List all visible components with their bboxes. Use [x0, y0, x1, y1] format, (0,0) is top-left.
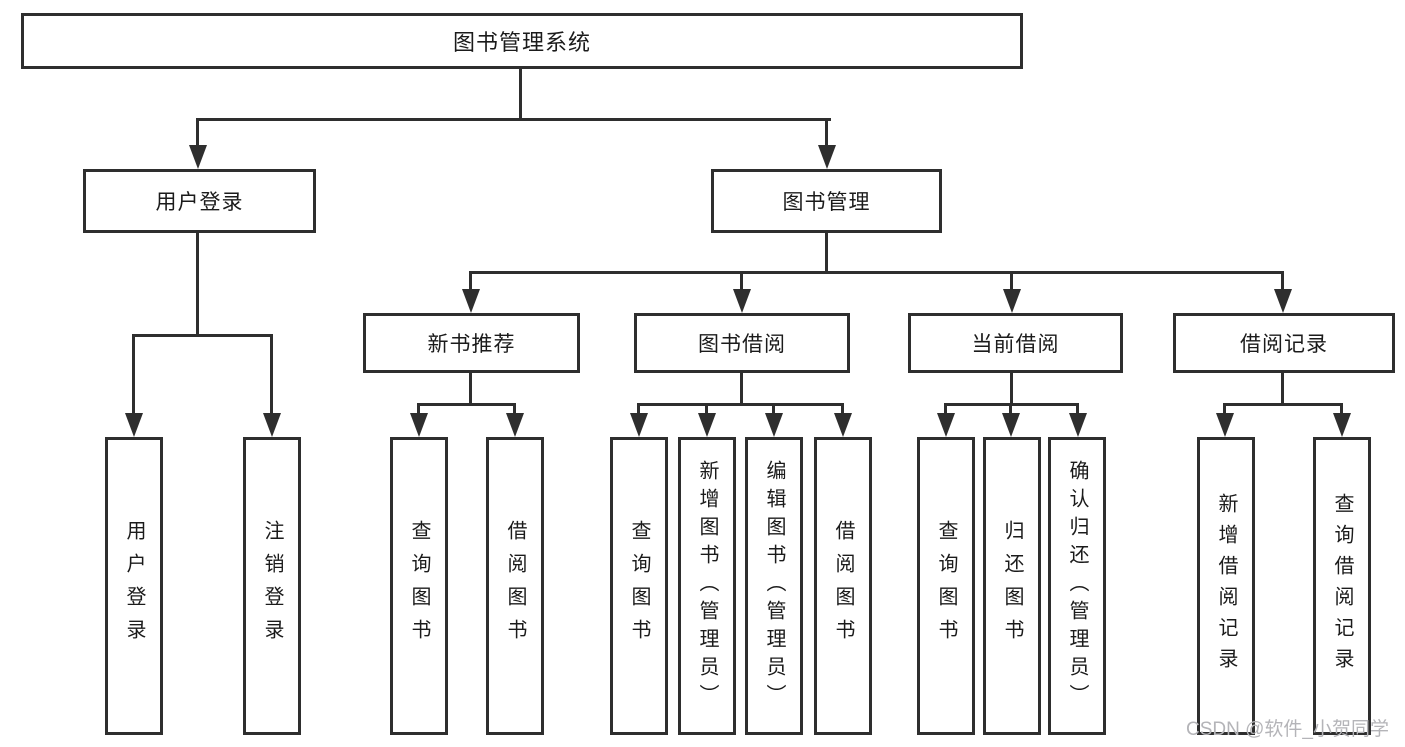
node-new-book-recommend: 新书推荐	[363, 313, 580, 373]
connector-g2-c0	[944, 403, 947, 415]
connector-g1-c2	[772, 403, 775, 415]
leaf-logout: 注销登录	[243, 437, 301, 735]
leaf-label: 新增图书（管理员）	[696, 460, 718, 712]
connector-to-new-book	[469, 271, 472, 291]
node-root: 图书管理系统	[21, 13, 1023, 69]
connector-user-drop	[196, 233, 199, 337]
arrow-down-icon	[1216, 413, 1234, 437]
node-current-borrow: 当前借阅	[908, 313, 1123, 373]
connector-to-current-borrow	[1010, 271, 1013, 291]
leaf-borrow-books-recommend: 借阅图书	[486, 437, 544, 735]
connector-g3-c0	[1223, 403, 1226, 415]
connector-g0-drop	[469, 373, 472, 405]
leaf-confirm-return-admin: 确认归还（管理员）	[1048, 437, 1106, 735]
arrow-down-icon	[698, 413, 716, 437]
arrow-down-icon	[189, 145, 207, 169]
connector-mgmt-split	[469, 271, 1284, 274]
connector-g3-split	[1223, 403, 1343, 406]
connector-g2-c1	[1009, 403, 1012, 415]
connector-root-split	[197, 118, 831, 121]
connector-g2-c2	[1076, 403, 1079, 415]
arrow-down-icon	[834, 413, 852, 437]
leaf-label: 查询借阅记录	[1331, 493, 1353, 679]
csdn-watermark: CSDN @软件_小贺同学	[1186, 719, 1389, 740]
leaf-user-login: 用户登录	[105, 437, 163, 735]
leaf-query-books-current: 查询图书	[917, 437, 975, 735]
leaf-label: 查询图书	[408, 520, 430, 652]
arrow-down-icon	[1333, 413, 1351, 437]
connector-g3-drop	[1281, 373, 1284, 405]
arrow-down-icon	[506, 413, 524, 437]
connector-mgmt-drop	[825, 233, 828, 274]
connector-g0-split	[417, 403, 516, 406]
arrow-down-icon	[263, 413, 281, 437]
connector-g1-c3	[841, 403, 844, 415]
arrow-down-icon	[630, 413, 648, 437]
leaf-query-books-recommend: 查询图书	[390, 437, 448, 735]
connector-user-split	[132, 334, 273, 337]
connector-to-user-login	[196, 118, 199, 146]
arrow-down-icon	[937, 413, 955, 437]
connector-to-login-leaf	[132, 334, 135, 414]
leaf-label: 查询图书	[628, 520, 650, 652]
connector-g3-c1	[1340, 403, 1343, 415]
connector-to-borrow-records	[1281, 271, 1284, 291]
leaf-label: 查询图书	[935, 520, 957, 652]
node-borrow-records: 借阅记录	[1173, 313, 1395, 373]
connector-g1-c0	[637, 403, 640, 415]
leaf-label: 借阅图书	[832, 520, 854, 652]
leaf-edit-books-admin: 编辑图书（管理员）	[745, 437, 803, 735]
connector-g0-c1	[513, 403, 516, 415]
arrow-down-icon	[1002, 413, 1020, 437]
arrow-down-icon	[1069, 413, 1087, 437]
node-book-borrow: 图书借阅	[634, 313, 850, 373]
connector-g1-split	[637, 403, 843, 406]
connector-to-book-mgmt	[825, 118, 828, 146]
arrow-down-icon	[1274, 289, 1292, 313]
leaf-label: 编辑图书（管理员）	[763, 460, 785, 712]
leaf-logout-label: 注销登录	[261, 520, 283, 652]
connector-g0-c0	[417, 403, 420, 415]
leaf-label: 借阅图书	[504, 520, 526, 652]
connector-to-logout-leaf	[270, 334, 273, 414]
leaf-label: 新增借阅记录	[1215, 493, 1237, 679]
arrow-down-icon	[462, 289, 480, 313]
node-book-management: 图书管理	[711, 169, 942, 233]
leaf-label: 归还图书	[1001, 520, 1023, 652]
leaf-query-borrow-record: 查询借阅记录	[1313, 437, 1371, 735]
leaf-borrow-books: 借阅图书	[814, 437, 872, 735]
leaf-return-books: 归还图书	[983, 437, 1041, 735]
leaf-user-login-label: 用户登录	[123, 520, 145, 652]
arrow-down-icon	[410, 413, 428, 437]
arrow-down-icon	[765, 413, 783, 437]
leaf-add-borrow-record: 新增借阅记录	[1197, 437, 1255, 735]
arrow-down-icon	[733, 289, 751, 313]
arrow-down-icon	[818, 145, 836, 169]
connector-g1-c1	[705, 403, 708, 415]
connector-root-drop	[519, 69, 522, 120]
connector-g1-drop	[740, 373, 743, 405]
connector-g2-drop	[1010, 373, 1013, 405]
connector-to-book-borrow	[740, 271, 743, 291]
node-user-login: 用户登录	[83, 169, 316, 233]
leaf-add-books-admin: 新增图书（管理员）	[678, 437, 736, 735]
arrow-down-icon	[1003, 289, 1021, 313]
arrow-down-icon	[125, 413, 143, 437]
leaf-query-books-borrow: 查询图书	[610, 437, 668, 735]
leaf-label: 确认归还（管理员）	[1066, 460, 1088, 712]
